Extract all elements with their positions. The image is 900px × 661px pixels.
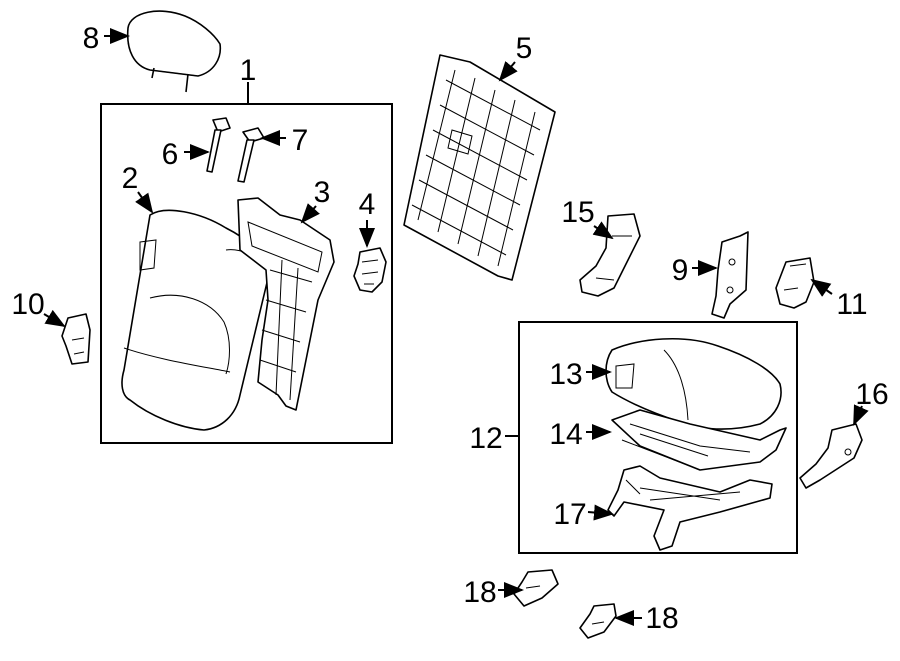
callout-11: 11 [836,288,867,321]
seat-back-frame-part [237,197,335,411]
callout-15: 15 [561,196,594,229]
side-trim-16-part [799,423,863,489]
seat-cushion-group-box [518,321,798,554]
leader-arrows [43,28,869,626]
callout-5: 5 [516,32,533,65]
callout-16: 16 [855,378,888,411]
callout-1: 1 [240,54,257,87]
callout-18a: 18 [463,576,496,609]
bracket-18a-part [513,569,559,607]
callout-14: 14 [549,418,582,451]
seat-track-frame-part [607,465,773,551]
callout-7: 7 [292,124,309,157]
headrest-part [126,10,222,93]
callout-3: 3 [314,176,331,209]
left-side-bracket-part [61,313,91,365]
headrest-guide-6-part [206,117,231,173]
callout-12: 12 [469,422,502,455]
callout-2: 2 [122,162,139,195]
callout-10: 10 [11,288,44,321]
hinge-bracket-part [711,231,749,319]
bracket-18b-part [579,603,617,639]
callout-9: 9 [672,254,689,287]
callout-6: 6 [162,138,179,171]
callout-4: 4 [359,188,376,221]
callout-8: 8 [83,22,100,55]
seat-back-board-part [403,54,556,281]
trim-cover-15-part [579,213,641,297]
side-cover-11-part [775,257,815,309]
cushion-frame-part [611,409,787,471]
seat-back-latch-part [353,247,387,293]
callout-13: 13 [549,358,582,391]
callout-17: 17 [553,498,586,531]
seat-cushion-part [605,338,782,430]
callout-18b: 18 [645,602,678,635]
seat-back-group-box [100,103,393,444]
headrest-guide-7-part [237,127,265,183]
